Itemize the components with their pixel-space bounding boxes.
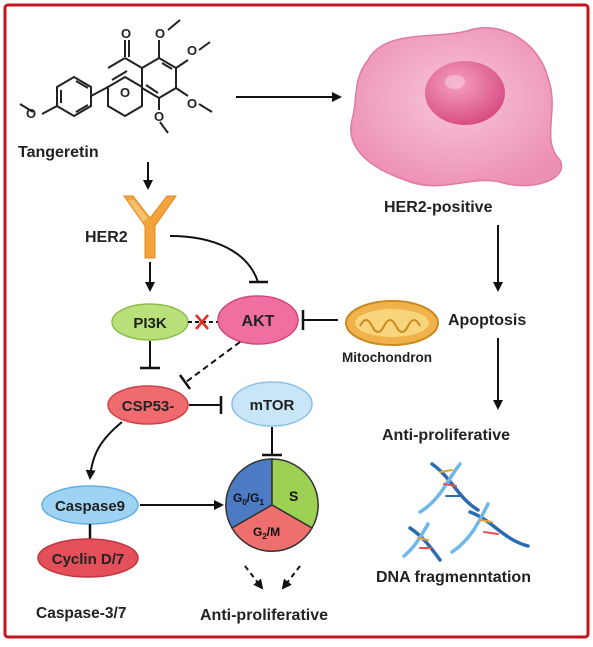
cell-nucleus xyxy=(425,61,505,125)
atom-o-methoxy: O xyxy=(26,106,36,121)
dna-fragmentation-label: DNA fragmenntation xyxy=(376,569,531,586)
caspase37-label: Caspase-3/7 xyxy=(36,605,126,622)
her2-positive-label: HER2-positive xyxy=(384,199,493,216)
cycle-slice-s xyxy=(271,458,319,530)
inhibit-her2-akt xyxy=(169,235,259,283)
block-cross-icon xyxy=(195,314,209,330)
anti-proliferative-bottom-label: Anti-proliferative xyxy=(200,607,328,624)
atom-o-methoxy-3: O xyxy=(187,96,197,111)
cyclin-label: Cyclin D/7 xyxy=(52,551,125,568)
her2-receptor-icon xyxy=(123,195,177,259)
g2m-label: G2/M xyxy=(253,525,280,541)
atom-o-ring: O xyxy=(120,85,130,100)
tangeretin-structure xyxy=(19,19,213,134)
inhibit-akt-csp53 xyxy=(185,341,241,383)
akt-node xyxy=(217,295,299,345)
atom-o-methoxy-4: O xyxy=(154,109,164,124)
cycle-slice-g0g1 xyxy=(225,458,273,530)
nucleus-highlight xyxy=(445,75,465,89)
csp53-node xyxy=(107,385,189,425)
caspase9-label: Caspase9 xyxy=(55,498,125,515)
g0g1-label: G0/G1 xyxy=(233,491,264,507)
akt-label: AKT xyxy=(242,313,275,330)
csp53-label: CSP53- xyxy=(122,398,175,415)
cell-cycle-pie xyxy=(225,458,319,553)
s-phase-label: S xyxy=(289,488,298,504)
figure-frame xyxy=(3,3,590,639)
pi3k-label: PI3K xyxy=(133,315,167,332)
atom-o-methoxy-1: O xyxy=(155,26,165,41)
cyclin-node xyxy=(37,538,139,578)
arrow-cycle-antiprolif-left xyxy=(244,565,264,590)
tangeretin-atoms: O O O O O O O xyxy=(26,26,197,124)
atom-o-carbonyl: O xyxy=(121,26,131,41)
dna-fragment-icon-2 xyxy=(402,502,530,562)
atom-o-methoxy-2: O xyxy=(187,43,197,58)
mitochondron-label: Mitochondron xyxy=(342,350,432,365)
mitochondrion-icon xyxy=(345,300,439,346)
cycle-slice-g2m xyxy=(230,504,314,553)
apoptosis-label: Apoptosis xyxy=(448,312,526,329)
anti-proliferative-right-label: Anti-proliferative xyxy=(382,427,510,444)
her2-label: HER2 xyxy=(85,229,128,246)
arrow-csp53-caspase9 xyxy=(85,421,123,480)
arrow-cycle-antiprolif-right xyxy=(281,565,301,590)
tangeretin-label: Tangeretin xyxy=(18,144,99,161)
mtor-label: mTOR xyxy=(250,397,295,414)
mtor-node xyxy=(231,381,313,427)
dna-fragment-icon xyxy=(418,462,480,514)
